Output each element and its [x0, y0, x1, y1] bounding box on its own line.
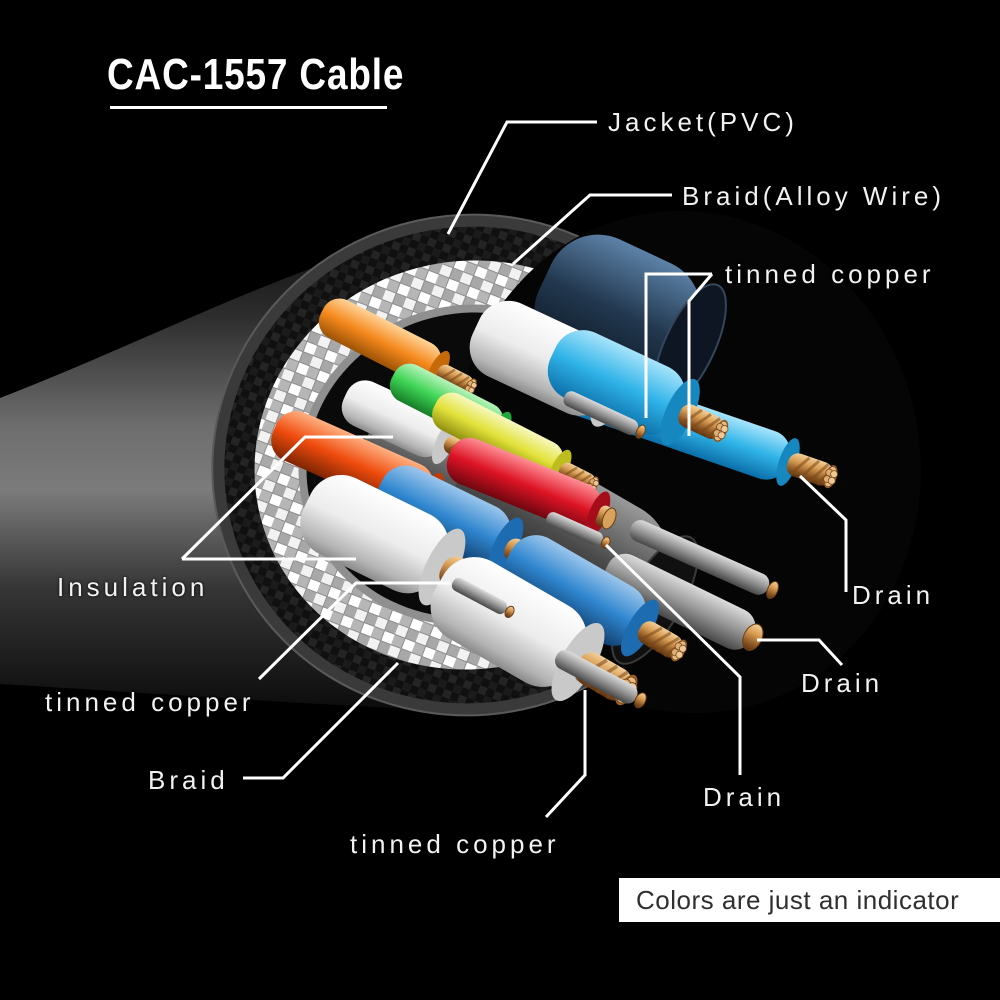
leader-drain-bottom: [604, 543, 742, 775]
leader-braid-alloy: [511, 193, 672, 266]
title-underline: [110, 106, 387, 109]
leader-jacket: [446, 120, 597, 235]
wire-red: [446, 437, 617, 537]
leader-tinned-top-b: [687, 273, 714, 436]
leader-braid: [243, 661, 400, 780]
drain-wire-bottom: [555, 650, 647, 709]
drain-wire-middle: [546, 512, 611, 549]
leader-drain-right: [798, 474, 848, 592]
wire-white-middle: [300, 474, 510, 613]
label-drain-mid: Drain: [801, 668, 884, 698]
label-tinned-copper-top: tinned copper: [725, 259, 935, 289]
leader-lines: [180, 120, 848, 819]
page-title: CAC-1557 Cable: [107, 50, 405, 99]
leader-drain-mid: [757, 638, 844, 667]
leader-tinned-bottom: [544, 690, 587, 819]
label-braid-alloy-wire: Braid(Alloy Wire): [682, 181, 946, 211]
label-tinned-copper-bottom: tinned copper: [350, 829, 560, 859]
label-braid: Braid: [148, 765, 229, 795]
label-drain-bottom: Drain: [703, 782, 786, 812]
color-note: Colors are just an indicator: [619, 878, 1000, 922]
label-jacket-pvc: Jacket(PVC): [608, 107, 798, 137]
label-insulation: Insulation: [57, 572, 209, 602]
drain-wire-big: [604, 553, 764, 651]
label-tinned-copper-left: tinned copper: [45, 687, 255, 717]
drain-wire-bottom-small: [451, 577, 515, 618]
wire-blue-bottom: [503, 535, 692, 666]
leader-tinned-top-a: [644, 272, 712, 418]
label-drain-right: Drain: [852, 580, 935, 610]
wire-blue-middle: [375, 465, 559, 581]
drain-wire-top: [563, 391, 646, 439]
leader-insulation-a: [180, 435, 393, 561]
drain-wire-right: [629, 520, 779, 600]
leader-tinned-left: [257, 581, 450, 681]
